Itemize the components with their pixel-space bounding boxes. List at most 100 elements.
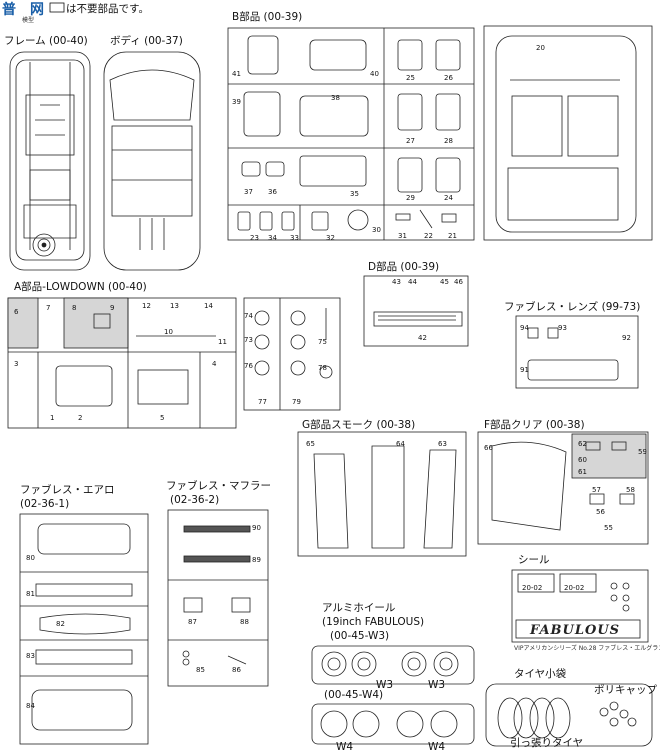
part-number: 94: [520, 324, 529, 332]
a-parts-runner: [7, 297, 237, 429]
part-number: 6: [14, 308, 19, 316]
b-parts-title: B部品 (00-39): [232, 10, 302, 23]
pull-tire-label: 引っ張りタイヤ: [510, 736, 583, 749]
part-number: 45: [440, 278, 449, 286]
part-number: 29: [406, 194, 415, 202]
fabless-lens-runner: [515, 315, 639, 389]
alumi-code-w4: (00-45-W4): [324, 689, 383, 701]
f-parts-title: F部品クリア (00-38): [484, 418, 585, 431]
part-number: 44: [408, 278, 417, 286]
part-number: 30: [372, 226, 381, 234]
f-parts-runner: [477, 431, 649, 545]
part-number: 23: [250, 234, 259, 242]
part-number: 28: [444, 137, 453, 145]
part-number: 56: [596, 508, 605, 516]
a2-parts-runner: [243, 297, 341, 411]
part-number: 65: [306, 440, 315, 448]
alumi-title: アルミホイール: [322, 602, 395, 614]
part-number: 66: [484, 444, 493, 452]
part-number: 78: [318, 364, 327, 372]
part-number: 92: [622, 334, 631, 342]
wheel-label-w3: W3: [376, 679, 393, 691]
part-number: 60: [578, 456, 587, 464]
watermark-char-left: 普: [2, 1, 16, 18]
part-number: 32: [326, 234, 335, 242]
part-number: 31: [398, 232, 407, 240]
unneeded-part-swatch: [49, 2, 65, 13]
fabless-muffler-code: (02-36-2): [170, 494, 219, 506]
part-number: 38: [331, 94, 340, 102]
part-number: 33: [290, 234, 299, 242]
part-number: 55: [604, 524, 613, 532]
d-parts-runner: [363, 275, 469, 347]
chassis-title: フレーム (00-40): [4, 35, 88, 47]
part-number: 73: [244, 336, 253, 344]
part-number: 79: [292, 398, 301, 406]
part-number: 62: [578, 440, 587, 448]
part-number: 61: [578, 468, 587, 476]
seal-title: シール: [518, 554, 550, 566]
part-number: 87: [188, 618, 197, 626]
part-number: 81: [26, 590, 35, 598]
watermark-logo: 普 网 模型: [2, 1, 44, 24]
wheel-w4-runner: [311, 703, 475, 745]
fabless-aero-code: (02-36-1): [20, 498, 69, 510]
part-number: 11: [218, 338, 227, 346]
tire-bag-drawing: [485, 683, 653, 747]
part-number: 46: [454, 278, 463, 286]
seal-plate-2: 20-02: [564, 584, 584, 592]
part-number: 93: [558, 324, 567, 332]
g-parts-title: G部品スモーク (00-38): [302, 418, 415, 431]
body-title: ボディ (00-37): [110, 34, 183, 47]
part-number: 75: [318, 338, 327, 346]
part-number: 1: [50, 414, 54, 422]
part-number: 80: [26, 554, 35, 562]
f-parts-numbers: 66 62 60 61 59 57 58 56 55: [484, 440, 647, 532]
part-number: 57: [592, 486, 601, 494]
fabless-muffler-runner: [167, 509, 269, 687]
part-number: 21: [448, 232, 457, 240]
part-number: 76: [244, 362, 253, 370]
chassis-drawing: [9, 51, 91, 271]
part-number: 90: [252, 524, 261, 532]
part-number: 10: [164, 328, 173, 336]
part-number: 58: [626, 486, 635, 494]
part-number: 37: [244, 188, 253, 196]
part-number: 43: [392, 278, 401, 286]
part-number: 7: [46, 304, 50, 312]
body-drawing: [103, 51, 201, 271]
part-number: 9: [110, 304, 114, 312]
part-number: 86: [232, 666, 241, 674]
poly-cap-label: ポリキャップ: [594, 684, 657, 696]
part-number: 20: [536, 44, 545, 52]
part-number: 25: [406, 74, 415, 82]
part-number: 35: [350, 190, 359, 198]
a-parts-title: A部品-LOWDOWN (00-40): [14, 280, 147, 293]
part-number: 77: [258, 398, 267, 406]
d-parts-title: D部品 (00-39): [368, 260, 439, 273]
wheel-label-w4: W4: [428, 741, 445, 753]
part-number: 13: [170, 302, 179, 310]
part-number: 84: [26, 702, 35, 710]
part-number: 36: [268, 188, 277, 196]
part-number: 89: [252, 556, 261, 564]
part-number: 85: [196, 666, 205, 674]
fabless-aero-title: ファブレス・エアロ: [20, 483, 115, 496]
part-20-panel: [483, 25, 653, 241]
part-number: 64: [396, 440, 405, 448]
wheel-label-w4: W4: [336, 741, 353, 753]
part-number: 59: [638, 448, 647, 456]
b-parts-numbers: 41 40 25 26 38 39 27 28 37 36 35 29 24 2…: [232, 70, 457, 242]
part-number: 41: [232, 70, 241, 78]
watermark-char-right: 网: [30, 2, 44, 18]
part-number: 42: [418, 334, 427, 342]
part-number: 74: [244, 312, 253, 320]
fabless-muffler-title: ファブレス・マフラー: [166, 479, 271, 492]
part-number: 5: [160, 414, 164, 422]
alumi-subtitle: (19inch FABULOUS): [322, 616, 424, 628]
part-number: 34: [268, 234, 277, 242]
part-number: 88: [240, 618, 249, 626]
part-number: 27: [406, 137, 415, 145]
fabless-aero-runner: [19, 513, 149, 745]
